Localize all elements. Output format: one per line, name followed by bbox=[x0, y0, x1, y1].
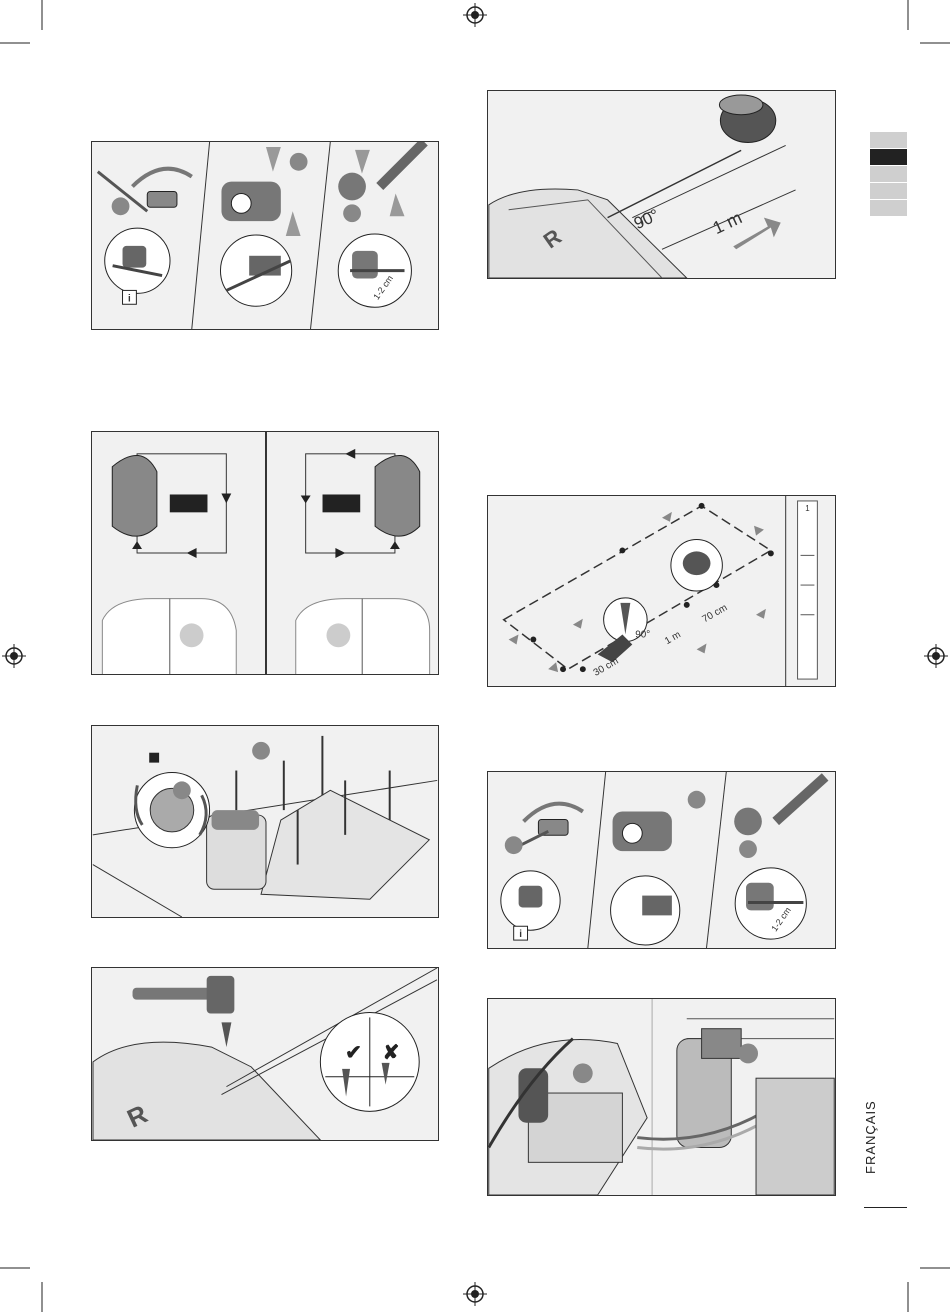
registration-mark-icon bbox=[2, 644, 26, 668]
cross-icon: ✘ bbox=[383, 1042, 400, 1064]
registration-mark-icon bbox=[924, 644, 948, 668]
footer-rule bbox=[864, 1207, 907, 1208]
language-tab bbox=[870, 183, 907, 199]
figure-station-wiring bbox=[487, 998, 836, 1196]
figure-connector-crimp-right: i 1-2 cm bbox=[487, 771, 836, 949]
figure-station-screws bbox=[91, 725, 439, 918]
figure-wire-start: R 90° 1 m bbox=[487, 90, 836, 279]
registration-mark-icon bbox=[463, 3, 487, 27]
distance-label: 1 m bbox=[663, 629, 683, 647]
hammer-icon bbox=[133, 976, 235, 1014]
ruler-mark: 1 bbox=[805, 504, 810, 513]
lock-icon bbox=[149, 753, 159, 763]
figure-peg-hammer: R ✔ ✘ bbox=[91, 967, 439, 1141]
figure-connector-crimp-left: i 1-2 cm bbox=[91, 141, 439, 330]
language-tab bbox=[870, 132, 907, 148]
check-icon: ✔ bbox=[345, 1042, 362, 1064]
language-tab bbox=[870, 166, 907, 182]
distance-label: 1 m bbox=[710, 207, 745, 238]
registration-mark-icon bbox=[463, 1282, 487, 1306]
figure-wire-direction bbox=[91, 431, 439, 675]
info-icon: i bbox=[519, 929, 522, 940]
distance-label: 70 cm bbox=[701, 602, 730, 625]
angle-label: 90° bbox=[635, 630, 650, 641]
info-icon: i bbox=[128, 293, 131, 304]
language-tabs bbox=[870, 132, 907, 217]
figure-area-layout: 90° 1 m 70 cm 30 cm 1 bbox=[487, 495, 836, 687]
language-tab bbox=[870, 200, 907, 216]
language-label: FRANÇAIS bbox=[863, 1094, 893, 1174]
language-tab-active bbox=[870, 149, 907, 165]
distance-label: 30 cm bbox=[592, 656, 621, 679]
